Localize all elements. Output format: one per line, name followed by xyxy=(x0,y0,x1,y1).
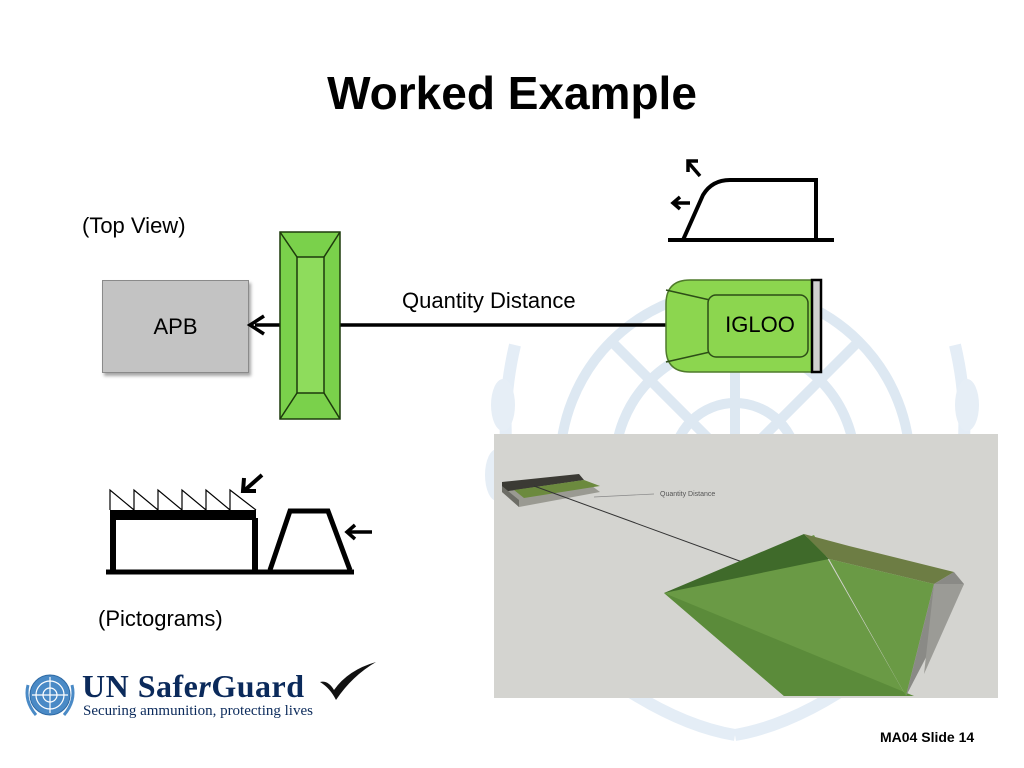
quantity-distance-label: Quantity Distance xyxy=(402,288,576,313)
slide-number: MA04 Slide 14 xyxy=(880,729,975,745)
slide-title: Worked Example xyxy=(327,67,697,119)
arrowhead-icon xyxy=(246,314,265,336)
top-view-label: (Top View) xyxy=(82,213,186,238)
checkmark-icon xyxy=(320,662,376,700)
igloo-top-view xyxy=(665,278,823,374)
saferguard-logo-text: UN SaferGuard xyxy=(82,668,305,705)
logo-name-part3: Guard xyxy=(211,668,305,704)
apb-label: APB xyxy=(153,313,198,339)
logo-name-part2: r xyxy=(198,668,212,704)
igloo-label: IGLOO xyxy=(725,312,795,337)
arrow-down-left-icon xyxy=(240,473,264,493)
arrow-left-icon-2 xyxy=(344,523,372,541)
un-emblem-icon xyxy=(25,674,75,716)
arrow-left-icon xyxy=(670,195,690,211)
logo-name-part1: UN Safe xyxy=(82,668,199,704)
3d-render-drawing xyxy=(502,474,964,696)
logo-tagline: Securing ammunition, protecting lives xyxy=(83,703,313,719)
pictograms-label: (Pictograms) xyxy=(98,606,223,631)
apb-box: APB xyxy=(102,280,249,373)
3d-render-image xyxy=(494,434,998,698)
igloo-pictogram xyxy=(668,178,834,242)
building-pictogram xyxy=(106,488,354,575)
arrow-up-left-icon xyxy=(686,159,702,178)
barricade-pictogram xyxy=(267,508,353,571)
barricade xyxy=(279,231,341,420)
render-quantity-distance-label: Quantity Distance xyxy=(660,491,716,498)
